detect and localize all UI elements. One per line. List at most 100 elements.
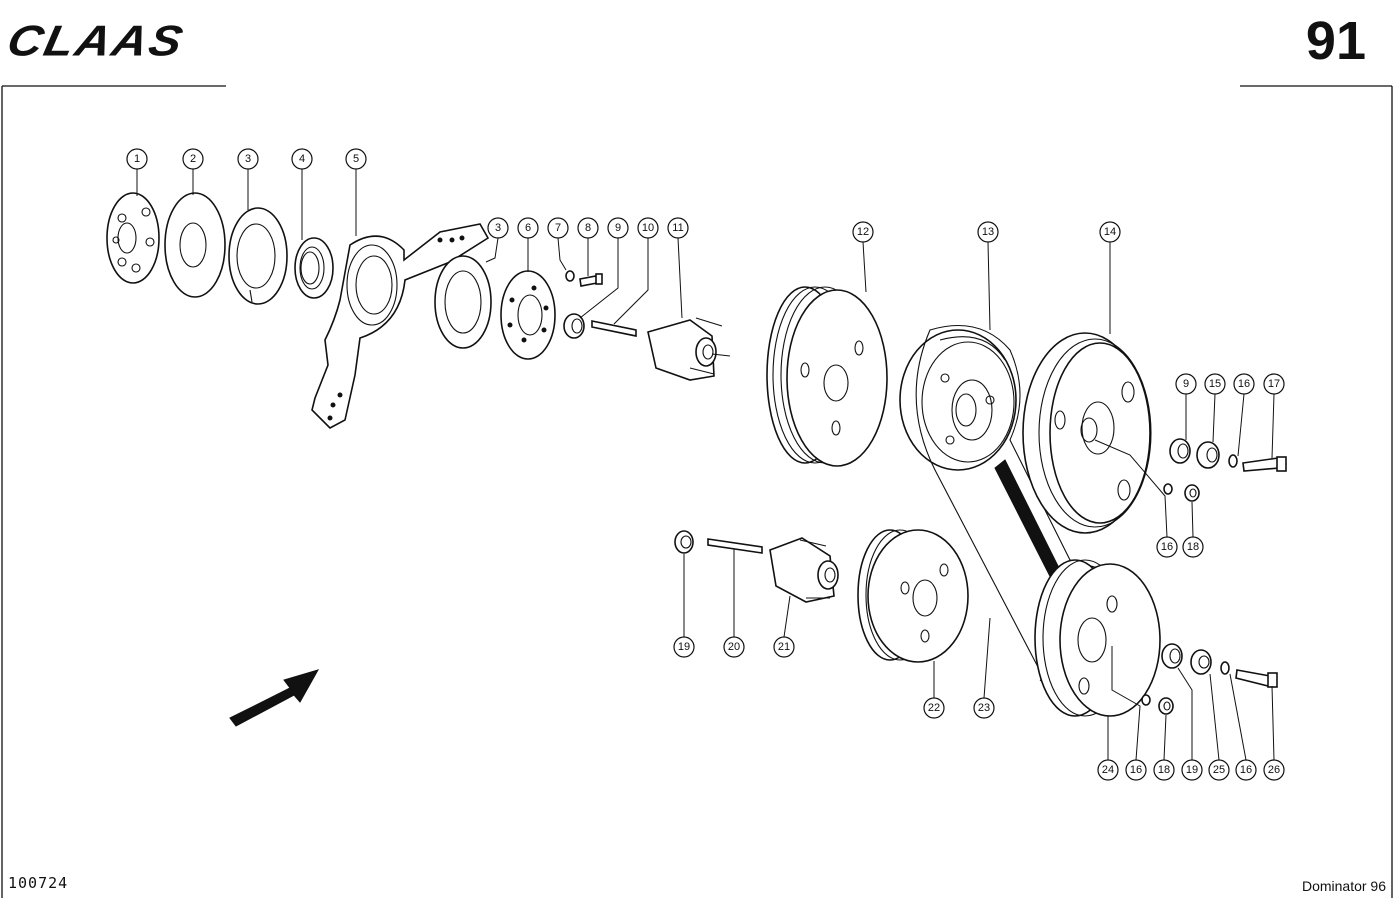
callout-c7: 7 bbox=[547, 217, 569, 239]
callout-c13: 13 bbox=[977, 221, 999, 243]
callout-c17: 17 bbox=[1263, 373, 1285, 395]
callout-c20: 20 bbox=[723, 636, 745, 658]
part-14-pulley bbox=[1022, 332, 1152, 534]
part-13-pulley bbox=[899, 329, 1017, 471]
callout-label: 22 bbox=[928, 702, 940, 714]
part-3-friction-disc bbox=[228, 207, 288, 305]
part-22-pulley bbox=[857, 529, 969, 663]
part-5-tension-arm bbox=[311, 223, 490, 429]
callout-label: 5 bbox=[353, 153, 359, 165]
page-number: 91 bbox=[1305, 11, 1366, 71]
callout-label: 3 bbox=[245, 153, 251, 165]
callout-c16a: 16 bbox=[1233, 373, 1255, 395]
callout-c5: 5 bbox=[345, 148, 367, 170]
callout-c16b: 16 bbox=[1156, 536, 1178, 558]
part-11-hub bbox=[647, 317, 731, 381]
callout-label: 24 bbox=[1102, 764, 1114, 776]
callout-c22: 22 bbox=[923, 697, 945, 719]
part-18-nut-b bbox=[1158, 697, 1174, 715]
part-12-pulley bbox=[766, 286, 888, 467]
callout-c19b: 19 bbox=[1181, 759, 1203, 781]
callout-label: 19 bbox=[678, 641, 690, 653]
part-20-shaft bbox=[707, 538, 763, 554]
callout-c3a: 3 bbox=[237, 148, 259, 170]
callout-c3b: 3 bbox=[487, 217, 509, 239]
callout-c8: 8 bbox=[577, 217, 599, 239]
callout-label: 18 bbox=[1158, 764, 1170, 776]
callout-c23: 23 bbox=[973, 697, 995, 719]
callout-label: 8 bbox=[585, 222, 591, 234]
callout-label: 26 bbox=[1268, 764, 1280, 776]
callout-label: 3 bbox=[495, 222, 501, 234]
callout-c1: 1 bbox=[126, 148, 148, 170]
part-16-washer bbox=[1228, 454, 1238, 468]
callout-label: 20 bbox=[728, 641, 740, 653]
callout-label: 21 bbox=[778, 641, 790, 653]
part-15-nut bbox=[1196, 441, 1220, 469]
part-25-nut bbox=[1190, 649, 1212, 675]
callout-c19a: 19 bbox=[673, 636, 695, 658]
callout-label: 7 bbox=[555, 222, 561, 234]
part-16-washer-d bbox=[1220, 661, 1230, 675]
callout-c2: 2 bbox=[182, 148, 204, 170]
callout-label: 9 bbox=[1183, 378, 1189, 390]
part-24-pulley bbox=[1034, 559, 1161, 717]
page-frame bbox=[1, 85, 1393, 898]
callout-label: 11 bbox=[672, 222, 683, 234]
part-16-washer-c bbox=[1141, 694, 1151, 706]
callout-c15: 15 bbox=[1204, 373, 1226, 395]
part-6-hub-plate bbox=[500, 270, 556, 360]
callout-c24: 24 bbox=[1097, 759, 1119, 781]
part-4-ring bbox=[294, 237, 334, 299]
leader-lines bbox=[136, 169, 1275, 761]
callout-c26: 26 bbox=[1263, 759, 1285, 781]
part-17-bolt bbox=[1242, 456, 1287, 472]
callout-label: 25 bbox=[1213, 764, 1225, 776]
callout-label: 18 bbox=[1187, 541, 1199, 553]
part-3-friction-disc-b bbox=[434, 255, 492, 349]
callout-c11: 11 bbox=[667, 217, 689, 239]
callout-label: 10 bbox=[642, 222, 654, 234]
callout-label: 12 bbox=[857, 226, 869, 238]
part-18-nut bbox=[1184, 484, 1200, 502]
callout-c12: 12 bbox=[852, 221, 874, 243]
callout-c10: 10 bbox=[637, 217, 659, 239]
callout-c16d: 16 bbox=[1235, 759, 1257, 781]
callout-label: 19 bbox=[1186, 764, 1198, 776]
callout-c18b: 18 bbox=[1153, 759, 1175, 781]
part-19-bushing bbox=[674, 530, 694, 554]
callout-c16c: 16 bbox=[1125, 759, 1147, 781]
part-21-hub bbox=[769, 537, 839, 603]
callout-label: 9 bbox=[615, 222, 621, 234]
callout-label: 16 bbox=[1130, 764, 1142, 776]
part-19-bushing-b bbox=[1161, 643, 1183, 669]
callout-label: 23 bbox=[978, 702, 990, 714]
callout-c25: 25 bbox=[1208, 759, 1230, 781]
callout-label: 2 bbox=[190, 153, 196, 165]
callout-label: 14 bbox=[1104, 226, 1116, 238]
direction-arrow bbox=[229, 669, 320, 727]
drawing-number: 100724 bbox=[8, 874, 69, 892]
part-9-bushing bbox=[563, 313, 585, 339]
part-8-bolt bbox=[579, 273, 603, 287]
callout-label: 6 bbox=[525, 222, 531, 234]
callout-label: 15 bbox=[1209, 378, 1221, 390]
part-9-bushing-b bbox=[1169, 438, 1191, 464]
part-1-flange-plate bbox=[106, 192, 160, 284]
part-26-bolt bbox=[1235, 669, 1278, 688]
callout-label: 1 bbox=[134, 153, 140, 165]
callout-label: 16 bbox=[1161, 541, 1173, 553]
callout-label: 16 bbox=[1238, 378, 1250, 390]
part-2-disc bbox=[164, 192, 226, 298]
part-16-washer-b bbox=[1163, 483, 1173, 495]
callout-label: 17 bbox=[1268, 378, 1280, 390]
callout-c18a: 18 bbox=[1182, 536, 1204, 558]
callout-label: 16 bbox=[1240, 764, 1252, 776]
callout-c9b: 9 bbox=[1175, 373, 1197, 395]
callout-c6: 6 bbox=[517, 217, 539, 239]
callout-c9a: 9 bbox=[607, 217, 629, 239]
part-10-shaft bbox=[591, 320, 637, 337]
callout-c14: 14 bbox=[1099, 221, 1121, 243]
callout-label: 4 bbox=[299, 153, 305, 165]
